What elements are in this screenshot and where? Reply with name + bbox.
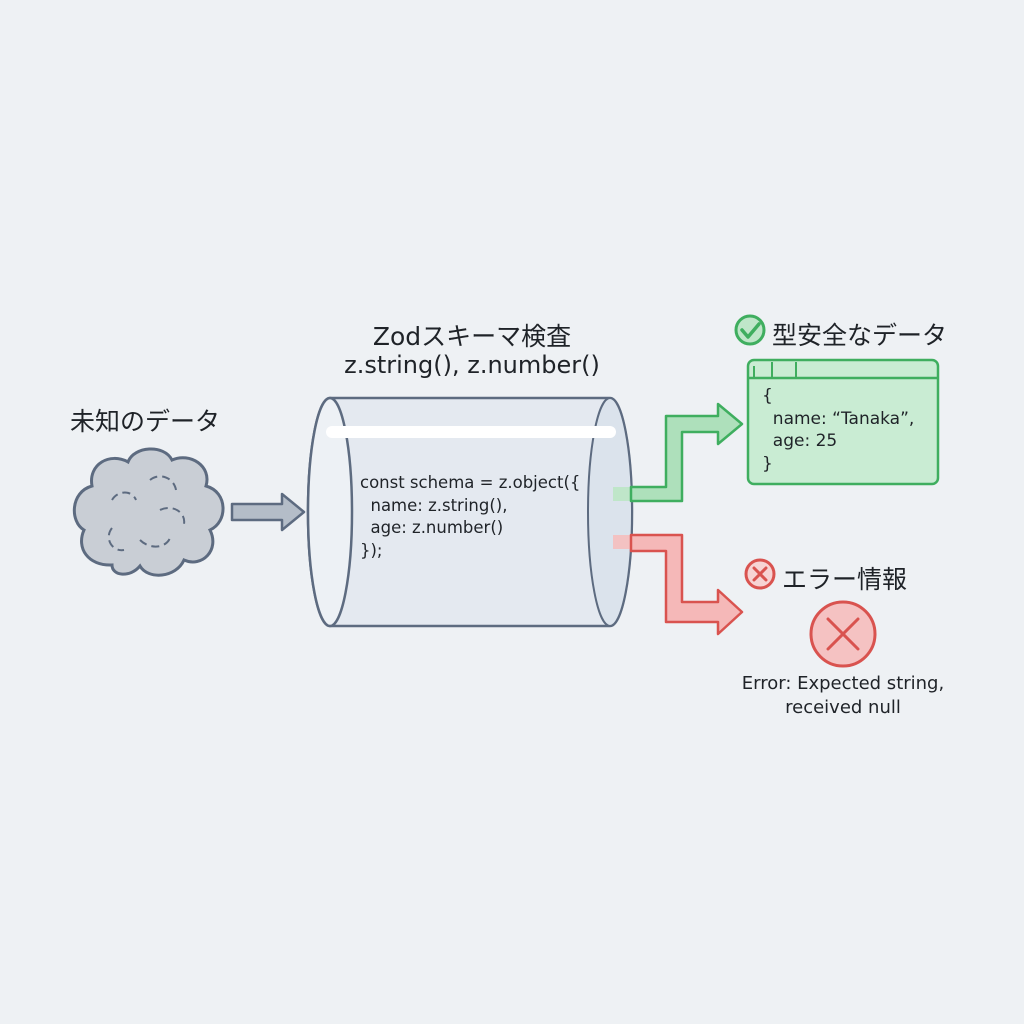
- schema-code-block: const schema = z.object({ name: z.string…: [360, 472, 580, 562]
- success-path-arrow: [613, 402, 744, 503]
- unknown-data-label: 未知のデータ: [70, 407, 221, 436]
- error-message-line: received null: [785, 697, 901, 718]
- check-circle-icon: [734, 314, 766, 346]
- error-message: Error: Expected string, received null: [700, 672, 986, 720]
- error-message-line: Error: Expected string,: [741, 673, 945, 694]
- json-line: }: [762, 453, 773, 474]
- arrow-right-icon: [230, 492, 306, 532]
- cloud-icon: [72, 447, 225, 577]
- json-line: name: “Tanaka”,: [762, 408, 915, 429]
- typed-data-label: 型安全なデータ: [772, 321, 948, 350]
- zod-title: Zodスキーマ検査: [372, 322, 572, 351]
- json-line: age: 25: [762, 431, 838, 451]
- error-info-label: エラー情報: [782, 565, 908, 594]
- zod-schema-cylinder: [306, 396, 634, 628]
- error-path-arrow: [613, 533, 744, 636]
- error-x-icon: [809, 600, 877, 668]
- json-line: {: [762, 386, 773, 406]
- zod-subtitle: z.string(), z.number(): [344, 351, 600, 379]
- code-line: const schema = z.object({: [360, 473, 581, 492]
- x-circle-icon: [744, 558, 776, 590]
- code-line: });: [360, 540, 383, 560]
- code-line: age: z.number(): [360, 518, 504, 537]
- typed-data-window: [746, 358, 940, 486]
- code-line: name: z.string(),: [360, 495, 508, 515]
- typed-data-json: { name: “Tanaka”, age: 25 }: [762, 385, 914, 475]
